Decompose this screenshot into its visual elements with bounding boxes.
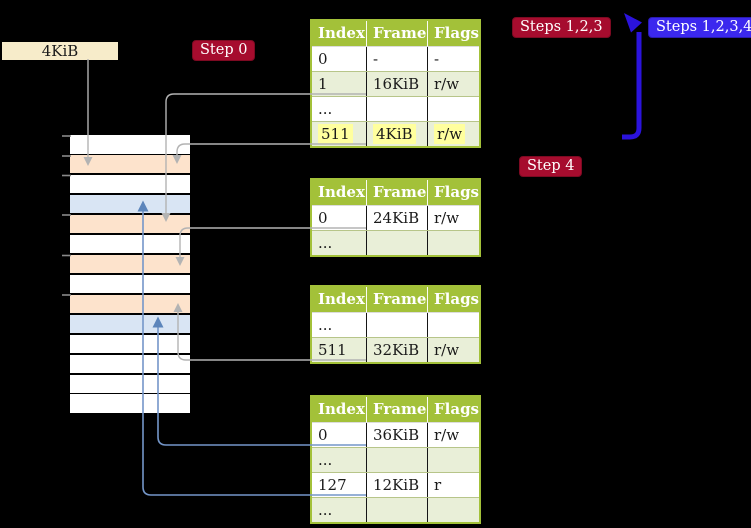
column-header: Index [318,24,365,42]
column-header: Frame [366,397,427,422]
memory-row-white [70,234,190,254]
column-header: Flags [427,180,479,205]
table-row: ... [312,497,479,522]
column-header: Frame [366,21,427,46]
table-row: 0 -- [312,46,479,71]
table-cell [427,448,479,472]
memory-row-white [70,174,190,194]
memory-row-white [70,354,190,374]
recursive-loop-arrow [622,13,642,140]
memory-row-white [70,394,190,413]
table-cell: r/w [427,206,479,230]
table-cell [427,97,479,121]
memory-row-peach [70,254,190,274]
column-header: Flags [427,21,479,46]
table-cell: r/w [427,122,479,146]
highlighted-value: r/w [434,124,466,144]
highlighted-value: 511 [318,124,353,144]
table-cell [366,231,427,255]
table-row: 511 4KiB r/w [312,121,479,146]
table-cell: ... [318,234,333,252]
physical-memory-stack [70,135,190,416]
frame-size-label: 4KiB [2,42,118,60]
table-cell [427,498,479,522]
memory-row-white [70,274,190,294]
table-cell: 511 [318,341,347,359]
table-cell: - [366,47,427,71]
highlighted-value: 4KiB [373,124,416,144]
table-cell [366,97,427,121]
memory-row-blue [70,314,190,334]
table-cell: 32KiB [366,338,427,362]
memory-row-blue [70,194,190,214]
table-cell [366,313,427,337]
arrow-line [622,32,642,140]
table-cell: r [427,473,479,497]
table-cell: 24KiB [366,206,427,230]
memory-row-white [70,334,190,354]
table-cell: 12KiB [366,473,427,497]
memory-row-white [70,135,190,154]
badge-steps-1-2-3: Steps 1,2,3 [512,17,611,38]
table-cell: ... [318,100,333,118]
table-cell: r/w [427,338,479,362]
badge-steps-1-2-3-4: Steps 1,2,3,4 [648,17,751,38]
memory-row-peach [70,294,190,314]
table-cell: r/w [427,423,479,447]
column-header: Flags [427,397,479,422]
column-header: Index [318,290,365,308]
table-cell: 4KiB [366,122,427,146]
table-row: ... [312,96,479,121]
table-row: ... [312,312,479,337]
table-cell: - [427,47,479,71]
table-cell: 36KiB [366,423,427,447]
column-header: Frame [366,287,427,312]
table-cell: 0 [318,50,328,68]
column-header: Index [318,400,365,418]
memory-row-white [70,374,190,394]
table-cell [366,498,427,522]
memory-row-peach [70,214,190,234]
column-header: Flags [427,287,479,312]
table-cell: ... [318,316,333,334]
table-cell: 16KiB [366,72,427,96]
badge-step-0: Step 0 [192,40,256,61]
table-cell [427,231,479,255]
table-cell: r/w [427,72,479,96]
table-row: ... [312,447,479,472]
table-row: ... [312,230,479,255]
memory-row-peach [70,154,190,174]
up-left-arrowhead-icon [624,13,642,33]
badge-step-4: Step 4 [519,156,583,177]
table-cell [427,313,479,337]
table-cell: ... [318,451,333,469]
table-cell: ... [318,501,333,519]
column-header: Frame [366,180,427,205]
table-cell: 1 [318,75,328,93]
table-cell: 0 [318,209,328,227]
table-cell: 0 [318,426,328,444]
table-cell [366,448,427,472]
table-cell: 511 [312,122,366,146]
column-header: Index [318,183,365,201]
table-cell: 127 [318,476,347,494]
